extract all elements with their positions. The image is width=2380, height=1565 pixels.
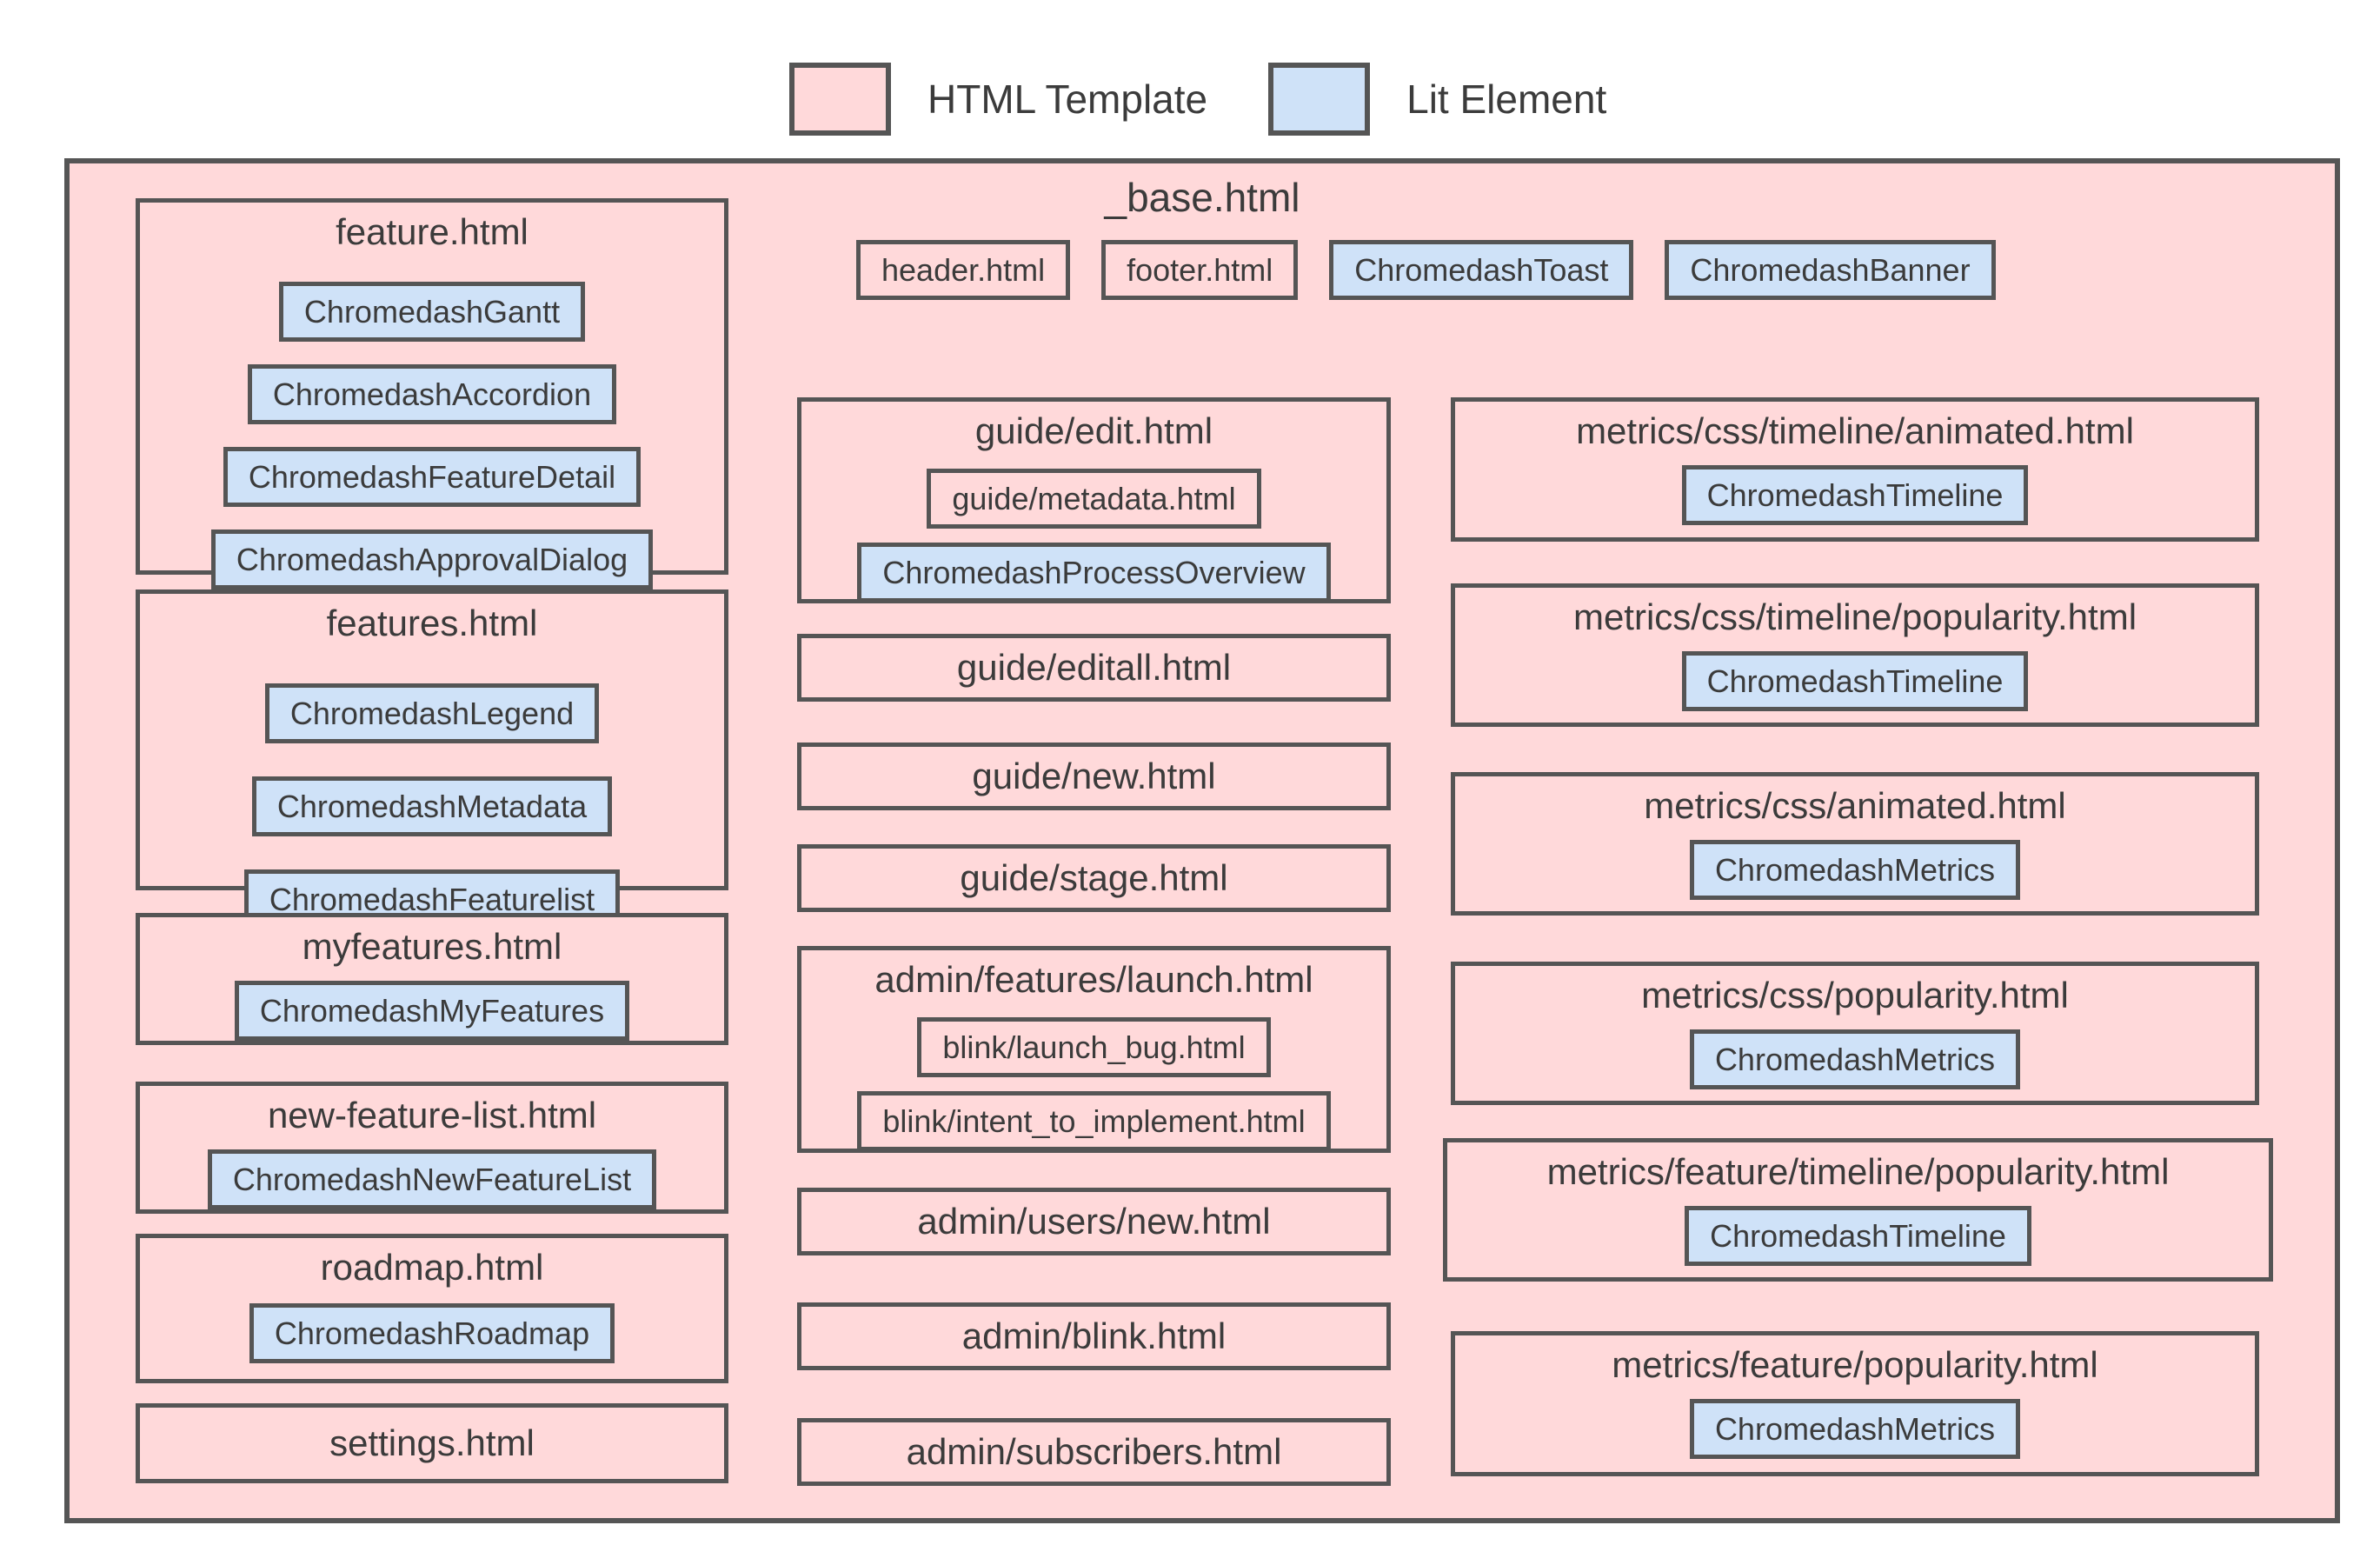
page-box-metrics-css-timeline-animated: metrics/css/timeline/animated.html Chrom… (1451, 397, 2259, 542)
legend-label-lit-element: Lit Element (1406, 77, 1607, 122)
page-box-admin-users-new: admin/users/new.html (797, 1188, 1391, 1255)
page-box-metrics-css-popularity: metrics/css/popularity.html ChromedashMe… (1451, 962, 2259, 1105)
page-title: metrics/css/animated.html (1644, 785, 2066, 826)
page-title: guide/editall.html (956, 646, 1232, 688)
page-box-admin-blink: admin/blink.html (797, 1302, 1391, 1370)
page-title: admin/blink.html (961, 1315, 1227, 1356)
template-chip-guide-metadata: guide/metadata.html (927, 468, 1261, 529)
lit-chip-new-feature-list: ChromedashNewFeatureList (207, 1149, 657, 1209)
page-title: metrics/css/popularity.html (1641, 975, 2069, 1016)
lit-chip-timeline: ChromedashTimeline (1685, 1205, 2031, 1266)
page-title: guide/stage.html (960, 856, 1228, 898)
lit-chip-featurelist: ChromedashFeaturelist (243, 869, 621, 930)
page-title: feature.html (336, 211, 529, 252)
page-box-metrics-css-timeline-popularity: metrics/css/timeline/popularity.html Chr… (1451, 583, 2259, 727)
page-title: settings.html (329, 1422, 535, 1463)
lit-chip-metadata: ChromedashMetadata (251, 776, 613, 836)
lit-chip-legend: ChromedashLegend (264, 683, 600, 743)
lit-chip-process-overview: ChromedashProcessOverview (857, 542, 1331, 603)
page-title: metrics/feature/popularity.html (1612, 1344, 2098, 1385)
page-title: guide/new.html (972, 755, 1216, 796)
base-template-container: _base.html header.html footer.html Chrom… (64, 158, 2340, 1523)
page-box-myfeatures: myfeatures.html ChromedashMyFeatures (136, 913, 728, 1045)
page-title: guide/edit.html (974, 410, 1213, 451)
page-box-metrics-feature-timeline-popularity: metrics/feature/timeline/popularity.html… (1443, 1138, 2273, 1282)
lit-chip-metrics: ChromedashMetrics (1689, 1398, 2021, 1459)
page-box-features: features.html ChromedashLegend Chromedas… (136, 589, 728, 930)
page-box-guide-edit: guide/edit.html guide/metadata.html Chro… (797, 397, 1391, 603)
page-title: new-feature-list.html (267, 1095, 597, 1135)
page-box-roadmap: roadmap.html ChromedashRoadmap (136, 1234, 728, 1383)
lit-chip-timeline: ChromedashTimeline (1681, 650, 2029, 711)
lit-chip-roadmap: ChromedashRoadmap (249, 1302, 615, 1363)
page-box-metrics-css-animated: metrics/css/animated.html ChromedashMetr… (1451, 772, 2259, 916)
base-template-title: _base.html (1104, 175, 1300, 220)
page-box-admin-subscribers: admin/subscribers.html (797, 1418, 1391, 1486)
legend-label-html-template: HTML Template (927, 77, 1208, 122)
lit-chip-feature-detail: ChromedashFeatureDetail (223, 446, 642, 508)
lit-chip-gantt: ChromedashGantt (278, 281, 586, 342)
page-box-settings: settings.html (136, 1403, 728, 1483)
page-box-metrics-feature-popularity: metrics/feature/popularity.html Chromeda… (1451, 1331, 2259, 1476)
page-title: roadmap.html (320, 1247, 544, 1288)
page-title: admin/users/new.html (917, 1200, 1271, 1242)
page-title: admin/features/launch.html (874, 959, 1313, 1000)
lit-chip-accordion: ChromedashAccordion (247, 363, 617, 424)
page-title: metrics/css/timeline/animated.html (1576, 410, 2134, 451)
lit-chip-timeline: ChromedashTimeline (1681, 464, 2029, 525)
page-title: admin/subscribers.html (906, 1430, 1282, 1472)
page-title: metrics/css/timeline/popularity.html (1572, 596, 2137, 637)
template-chip-header: header.html (856, 240, 1071, 301)
page-title: metrics/feature/timeline/popularity.html (1546, 1151, 2170, 1192)
template-chip-footer: footer.html (1101, 240, 1299, 301)
page-box-admin-features-launch: admin/features/launch.html blink/launch_… (797, 946, 1391, 1153)
page-box-guide-editall: guide/editall.html (797, 634, 1391, 702)
base-header-chip-row: header.html footer.html ChromedashToast … (856, 240, 1996, 301)
lit-chip-toast: ChromedashToast (1329, 240, 1634, 301)
lit-chip-metrics: ChromedashMetrics (1689, 1029, 2021, 1089)
legend-swatch-html-template (789, 63, 891, 136)
page-box-guide-stage: guide/stage.html (797, 844, 1391, 912)
lit-chip-myfeatures: ChromedashMyFeatures (234, 980, 630, 1041)
page-box-feature: feature.html ChromedashGantt ChromedashA… (136, 198, 728, 590)
template-chip-launch-bug: blink/launch_bug.html (917, 1016, 1271, 1077)
page-box-new-feature-list: new-feature-list.html ChromedashNewFeatu… (136, 1082, 728, 1214)
page-title: myfeatures.html (302, 926, 562, 967)
lit-chip-approval-dialog: ChromedashApprovalDialog (210, 529, 654, 590)
legend-swatch-lit-element (1268, 63, 1371, 136)
page-box-guide-new: guide/new.html (797, 743, 1391, 810)
page-title: features.html (326, 603, 538, 643)
lit-chip-banner: ChromedashBanner (1665, 240, 1996, 301)
legend: HTML Template Lit Element (789, 63, 1606, 136)
template-chip-intent-to-implement: blink/intent_to_implement.html (857, 1090, 1331, 1151)
lit-chip-metrics: ChromedashMetrics (1689, 839, 2021, 900)
